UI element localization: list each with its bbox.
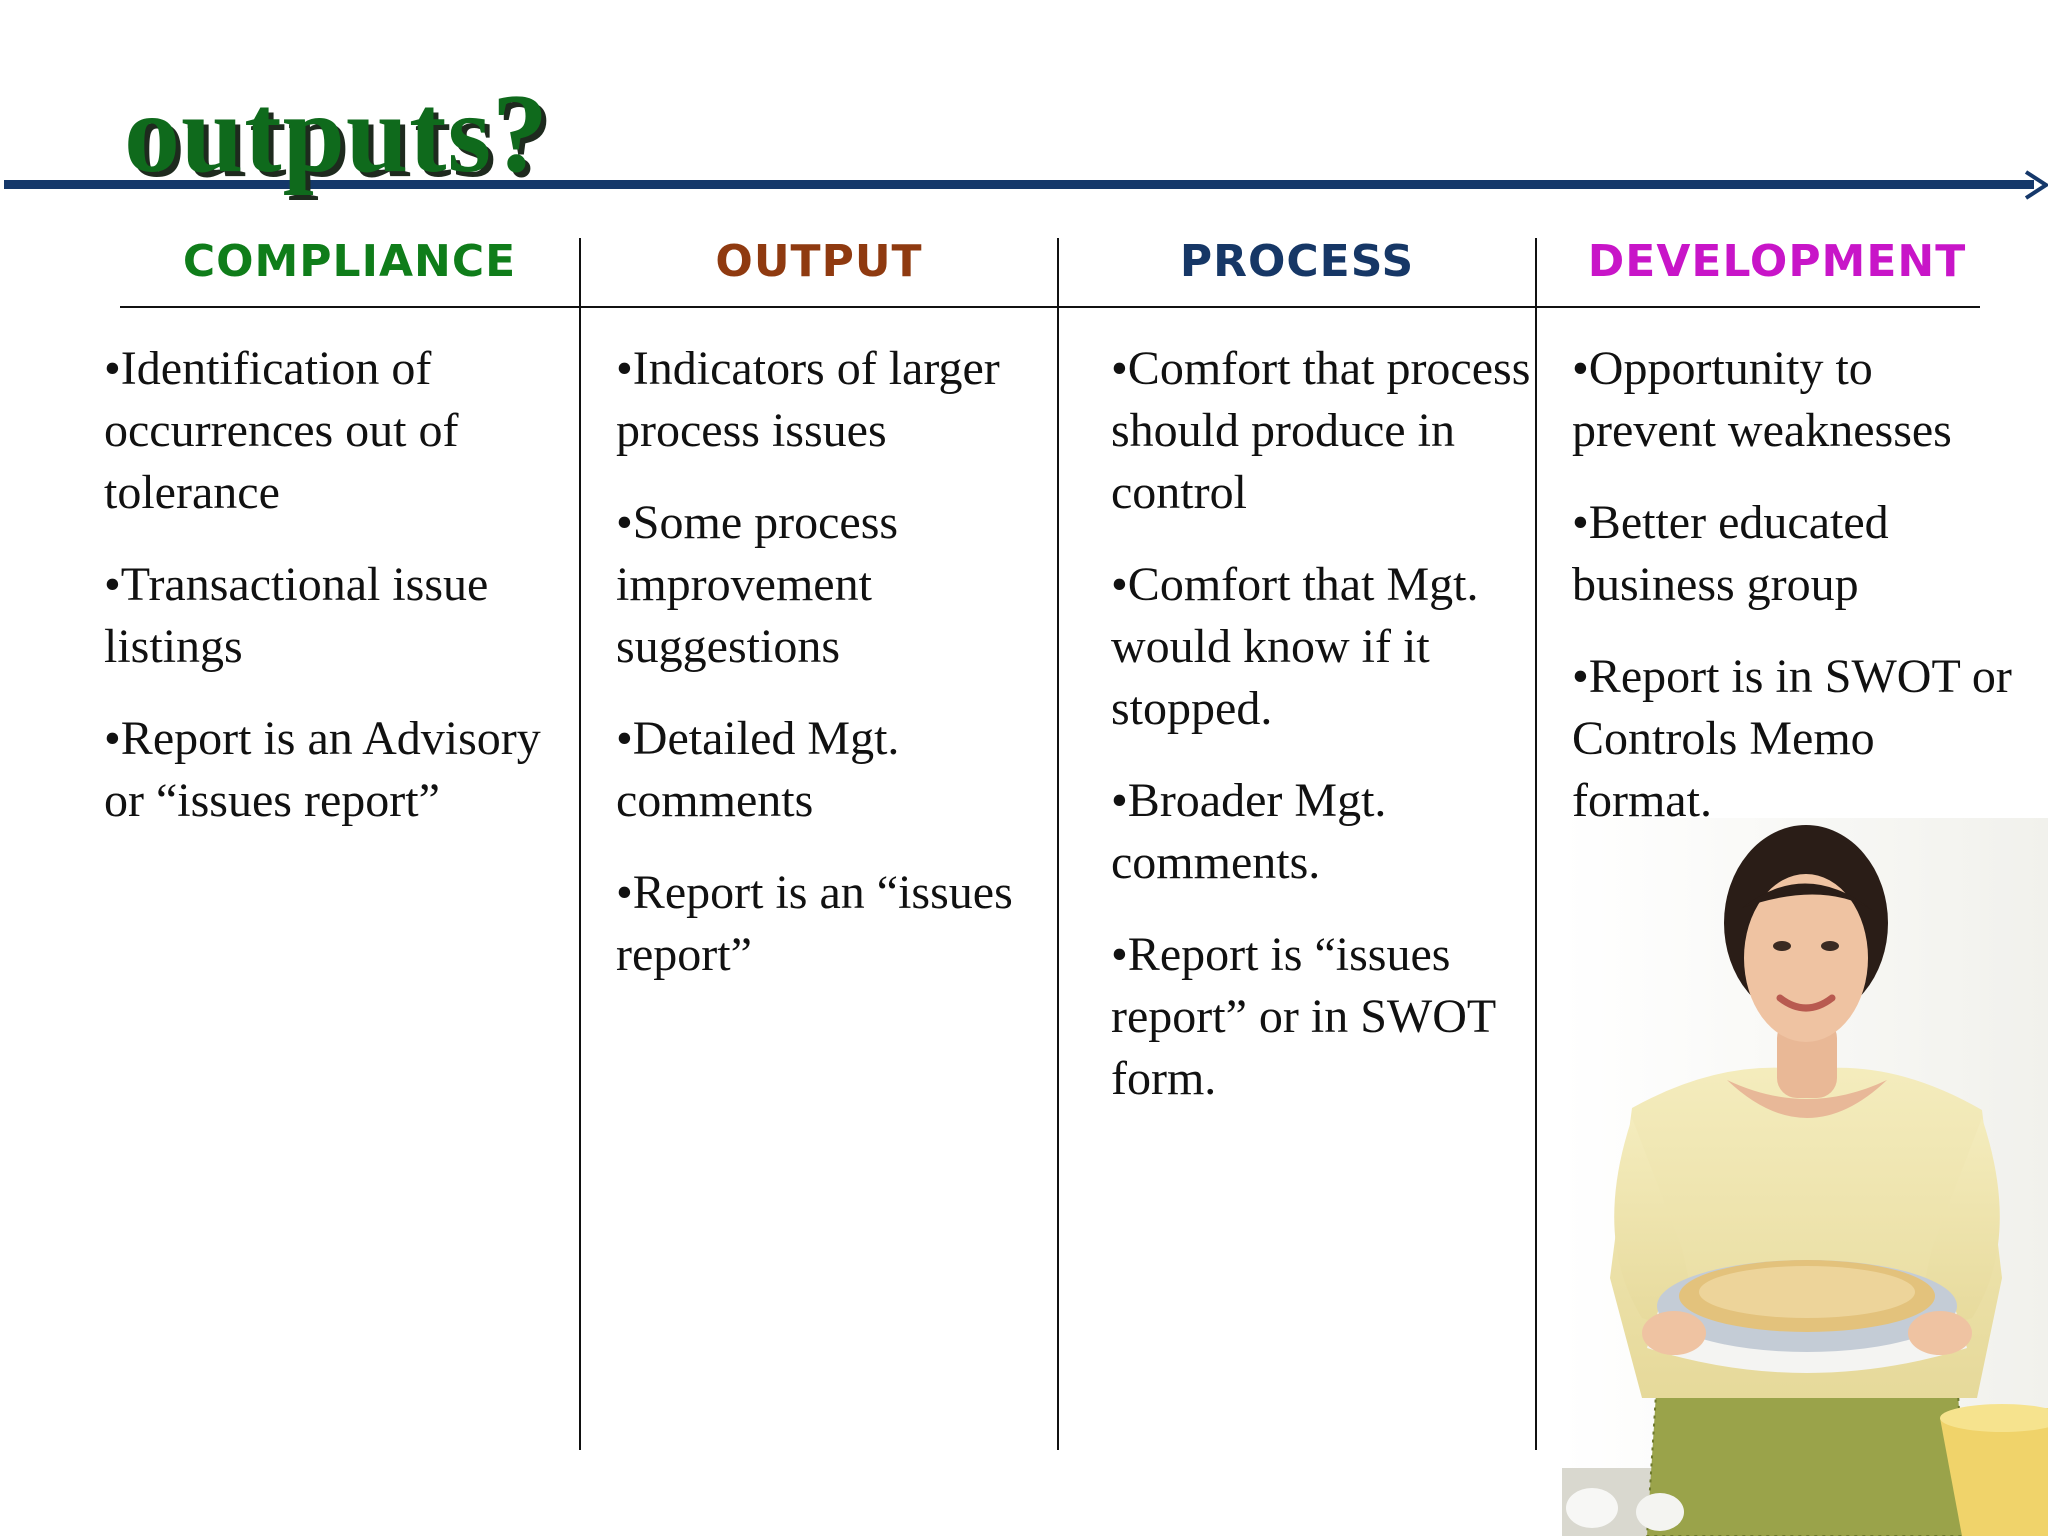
- bullet-item: •Indicators of larger process issues: [616, 342, 1000, 457]
- column-body-development: •Opportunity to prevent weaknesses •Bett…: [1572, 338, 2012, 862]
- column-body-process: •Comfort that process should produce in …: [1111, 338, 1533, 1140]
- column-header-development: DEVELOPMENT: [1587, 236, 1967, 287]
- bullet-item: •Some process improvement suggestions: [616, 496, 899, 673]
- bullet-item: •Transactional issue listings: [104, 558, 489, 673]
- column-header-process: PROCESS: [1179, 236, 1415, 287]
- column-divider: [1057, 238, 1059, 1450]
- bullet-item: •Report is an “issues report”: [616, 866, 1013, 981]
- bullet-item: •Opportunity to prevent weaknesses: [1572, 342, 1952, 457]
- bullet-item: •Detailed Mgt. comments: [616, 712, 900, 827]
- bullet-item: •Report is in SWOT or Controls Memo form…: [1572, 650, 2012, 827]
- column-header-compliance: COMPLIANCE: [182, 236, 517, 287]
- column-body-output: •Indicators of larger process issues •So…: [616, 338, 1052, 1016]
- column-header-output: OUTPUT: [715, 236, 923, 287]
- bullet-item: •Comfort that Mgt. would know if it stop…: [1111, 558, 1479, 735]
- column-header-rule: [120, 306, 1980, 308]
- column-divider: [1535, 238, 1537, 1450]
- title-rule: [4, 180, 2034, 189]
- bullet-item: •Broader Mgt. comments.: [1111, 774, 1387, 889]
- woman-holding-pie-photo: [1562, 818, 2048, 1536]
- column-body-compliance: •Identification of occurrences out of to…: [104, 338, 572, 862]
- slide-title: outputs?: [124, 72, 550, 196]
- bullet-item: •Report is an Advisory or “issues report…: [104, 712, 541, 827]
- column-divider: [579, 238, 581, 1450]
- bullet-item: •Identification of occurrences out of to…: [104, 342, 459, 519]
- rule-arrowhead-icon: [2024, 170, 2048, 200]
- bullet-item: •Better educated business group: [1572, 496, 1889, 611]
- bullet-item: •Report is “issues report” or in SWOT fo…: [1111, 928, 1496, 1105]
- bullet-item: •Comfort that process should produce in …: [1111, 342, 1531, 519]
